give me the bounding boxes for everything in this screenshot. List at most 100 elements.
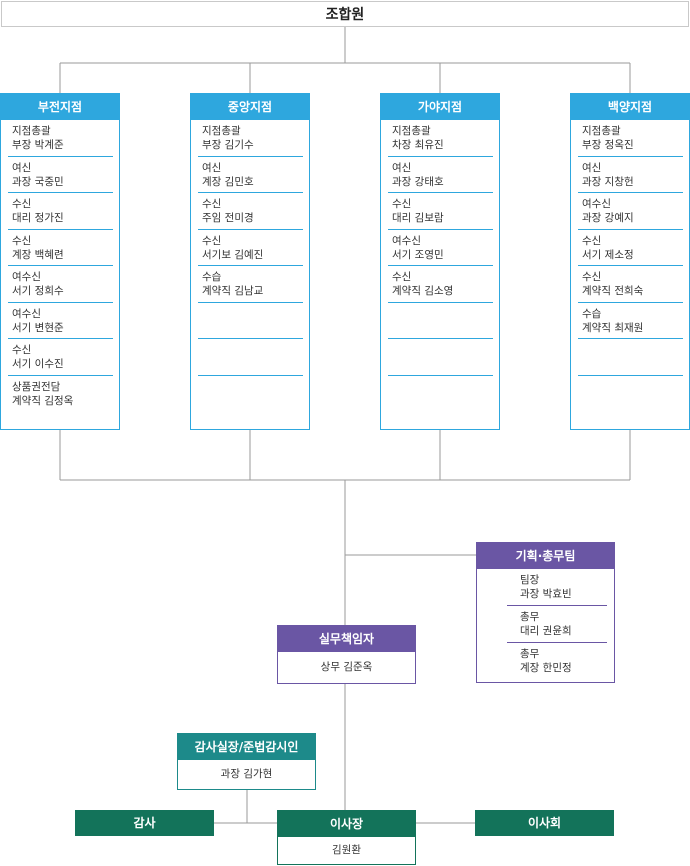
staff-role: 상품권전담 [12,380,61,393]
staff-name: 계장 김민호 [202,175,254,188]
staff-name: 서기 조영민 [392,248,444,261]
staff-role: 총무 [520,648,540,660]
staff-role: 여수신 [12,271,41,283]
staff-entry [198,339,303,376]
staff-role: 수신 [12,198,32,210]
members-box: 조합원 [1,1,689,27]
staff-role: 수습 [202,271,222,283]
staff-entry [198,303,303,339]
staff-name: 대리 정가진 [12,212,64,224]
staff-role: 수습 [582,307,602,320]
branch-title: 부전지점 [1,94,119,120]
staff-name: 과장 국중민 [12,175,64,188]
branch-title: 가야지점 [381,94,499,120]
staff-role: 여신 [202,161,222,174]
staff-name: 부장 박계준 [12,139,64,151]
staff-role: 수신 [582,234,602,247]
staff-name: 계약직 김남교 [202,285,264,297]
officer-box: 실무책임자 상무 김준옥 [277,625,416,684]
chairman-person: 김원환 [332,844,361,856]
staff-role: 수신 [202,198,222,210]
staff-name: 계약직 전희숙 [582,285,644,297]
staff-name: 부장 김기수 [202,139,254,151]
staff-name: 서기 변현준 [12,321,64,334]
staff-name: 대리 권윤희 [520,625,572,637]
branch-title: 백양지점 [571,94,689,120]
officer-title: 실무책임자 [278,626,415,652]
staff-role: 지점총괄 [392,125,431,137]
audit-office-box: 감사실장/준법감시인 과장 김가현 [177,733,316,790]
planning-team-title: 기획·총무팀 [477,543,614,569]
staff-role: 여신 [12,161,32,174]
staff-role: 수신 [392,271,412,283]
chairman-title: 이사장 [278,811,415,837]
staff-name: 계약직 김정옥 [12,394,74,407]
staff-name: 과장 강태호 [392,175,444,188]
chairman-box: 이사장 김원환 [277,810,416,865]
staff-name: 주임 전미경 [202,212,254,224]
staff-name: 차장 최유진 [392,139,444,151]
staff-role: 지점총괄 [582,125,621,137]
board-box: 이사회 [475,810,614,836]
staff-role: 수신 [12,234,32,247]
staff-name: 계장 한민정 [520,662,572,674]
staff-role: 여신 [582,161,602,174]
staff-name: 과장 강예지 [582,212,634,224]
staff-role: 총무 [520,611,540,623]
staff-role: 팀장 [520,574,540,586]
staff-name: 계장 백혜련 [12,248,64,261]
officer-person: 상무 김준옥 [320,661,373,673]
staff-name: 서기 이수진 [12,358,64,370]
staff-role: 여수신 [392,234,421,247]
staff-role: 수신 [202,234,222,247]
staff-entry [388,339,493,376]
staff-name: 부장 정옥진 [582,139,634,151]
staff-role: 지점총괄 [12,125,51,137]
staff-role: 수신 [392,198,412,210]
staff-role: 수신 [582,271,602,283]
branch-title: 중앙지점 [191,94,309,120]
staff-name: 서기 정희수 [12,285,64,297]
staff-name: 계약직 김소영 [392,285,454,297]
staff-role: 지점총괄 [202,125,241,137]
staff-name: 계약직 최재원 [582,321,644,334]
staff-role: 여수신 [12,307,41,320]
staff-name: 서기보 김예진 [202,248,264,261]
staff-entry [388,303,493,339]
audit-box: 감사 [75,810,214,836]
staff-role: 여신 [392,161,412,174]
staff-name: 과장 박효빈 [520,588,572,600]
